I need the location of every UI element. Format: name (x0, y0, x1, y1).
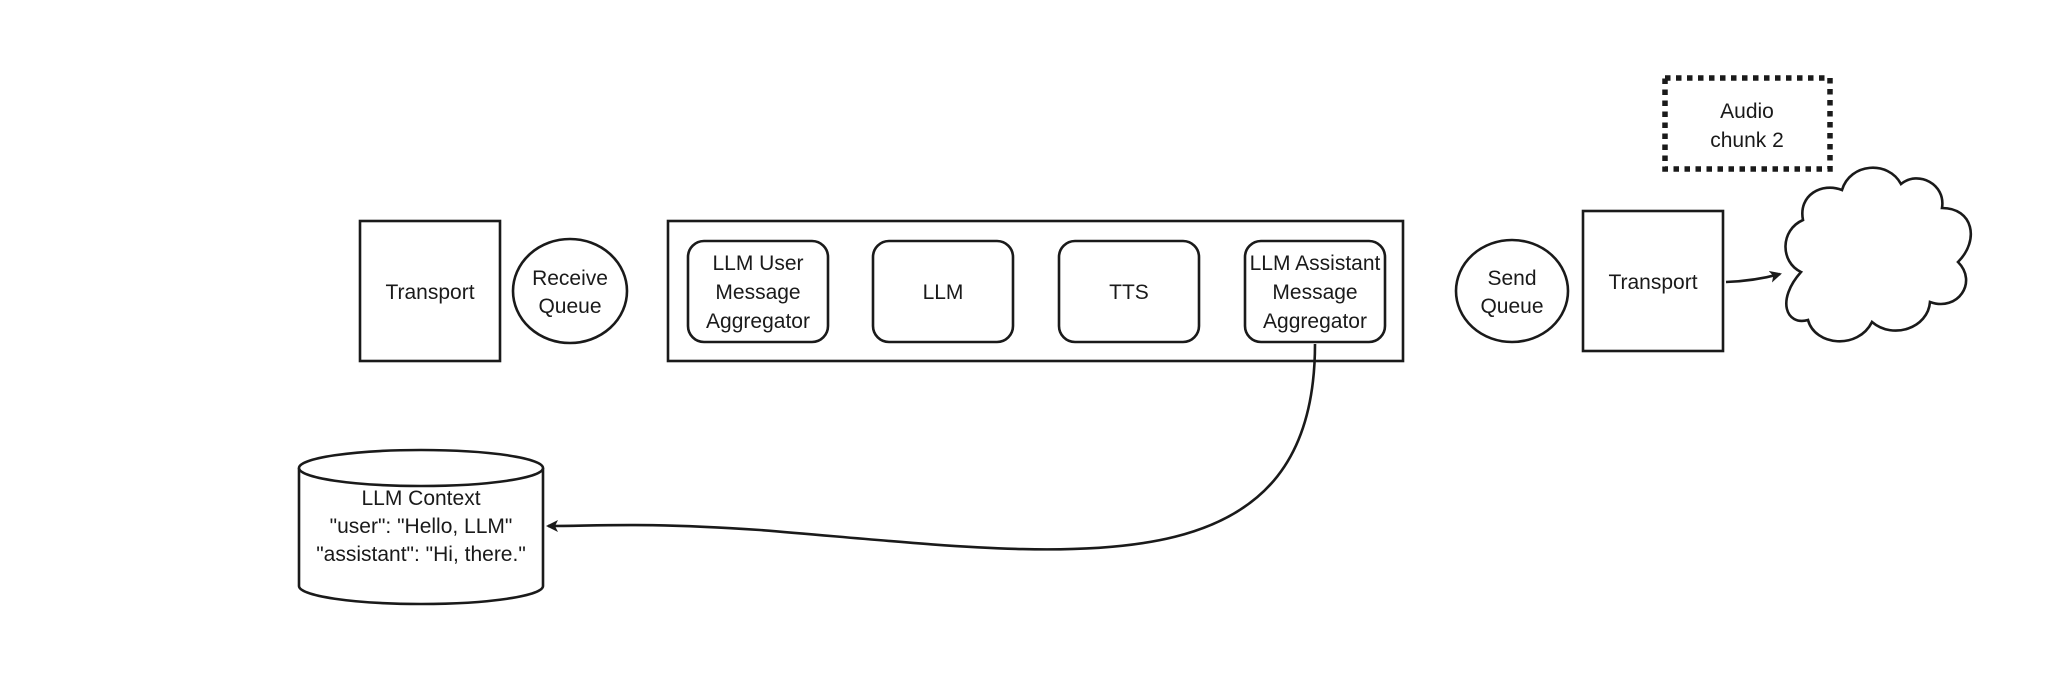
cloud-node (1784, 166, 1973, 343)
user-aggregator-line1: LLM User (712, 252, 803, 275)
assistant-aggregator-line2: Message (1272, 281, 1357, 304)
audio-chunk-node: Audio chunk 2 (1662, 75, 1833, 172)
transport-out-node: Transport (1581, 209, 1725, 353)
tts-label: TTS (1109, 281, 1149, 304)
llm-context-node: LLM Context "user": "Hello, LLM" "assist… (297, 448, 545, 606)
receive-queue-node: Receive Queue (511, 237, 629, 345)
pipeline-container: LLM User Message Aggregator LLM TTS LLM … (666, 219, 1405, 363)
send-queue-label-line2: Queue (1480, 295, 1543, 318)
send-queue-label-line1: Send (1487, 267, 1536, 290)
llm-node: LLM (871, 239, 1015, 344)
receive-queue-label-line1: Receive (532, 267, 608, 290)
user-aggregator-line2: Message (715, 281, 800, 304)
aggregator-to-context-arrow (546, 343, 1317, 551)
llm-context-title: LLM Context (361, 487, 480, 510)
llm-label: LLM (923, 281, 964, 304)
audio-chunk-line1: Audio (1720, 100, 1774, 123)
receive-queue-label-line2: Queue (538, 295, 601, 318)
assistant-aggregator-line1: LLM Assistant (1250, 252, 1381, 275)
llm-context-assistant-line: "assistant": "Hi, there." (316, 543, 526, 566)
llm-context-user-line: "user": "Hello, LLM" (330, 515, 513, 538)
send-queue-node: Send Queue (1454, 238, 1570, 344)
transport-out-label: Transport (1608, 271, 1697, 294)
user-aggregator-line3: Aggregator (706, 310, 810, 333)
assistant-aggregator-line3: Aggregator (1263, 310, 1367, 333)
assistant-aggregator-node: LLM Assistant Message Aggregator (1243, 239, 1387, 344)
user-aggregator-node: LLM User Message Aggregator (686, 239, 830, 344)
transport-to-cloud-arrow (1725, 270, 1782, 284)
transport-in-node: Transport (358, 219, 502, 363)
audio-chunk-line2: chunk 2 (1710, 129, 1784, 152)
transport-in-label: Transport (385, 281, 474, 304)
tts-node: TTS (1057, 239, 1201, 344)
